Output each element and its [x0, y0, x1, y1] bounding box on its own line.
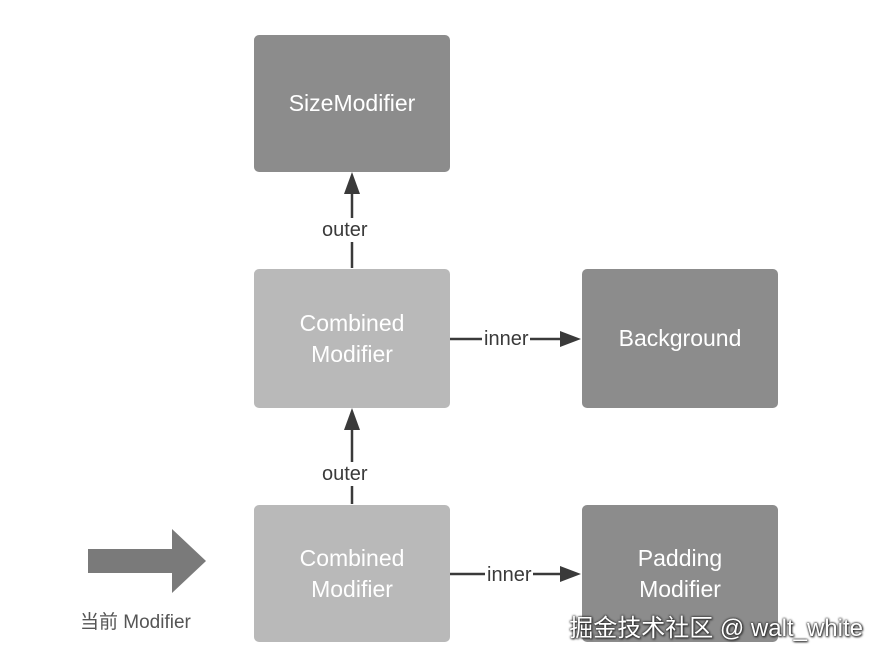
combined-bottom-line-2: Modifier: [311, 575, 393, 602]
background-label: Background: [618, 325, 742, 351]
outer-bottom-arrowhead: [344, 408, 360, 430]
outer-top-arrowhead: [344, 172, 360, 194]
inner-bottom-label: inner: [485, 563, 534, 587]
padding-line-1: Padding: [637, 544, 723, 571]
combined-bottom-line-1: Combined: [299, 544, 405, 571]
combined-top-line-1: Combined: [299, 309, 405, 336]
current-pointer-arrow: [88, 529, 206, 593]
outer-bottom-label: outer: [320, 462, 370, 486]
combined-modifier-top-node: Combined Modifier: [254, 269, 450, 408]
background-node: Background: [582, 269, 778, 408]
padding-modifier-node: Padding Modifier: [582, 505, 778, 642]
watermark: 掘金技术社区 @ walt_white: [569, 615, 863, 642]
inner-bottom-arrowhead: [560, 566, 581, 582]
outer-top-label: outer: [320, 218, 370, 242]
size-modifier-label: SizeModifier: [288, 90, 416, 116]
combined-top-line-2: Modifier: [311, 340, 393, 367]
combined-modifier-bottom-node: Combined Modifier: [254, 505, 450, 642]
current-modifier-label: 当前 Modifier: [80, 612, 191, 633]
padding-line-2: Modifier: [639, 575, 721, 602]
inner-top-arrowhead: [560, 331, 581, 347]
inner-top-label: inner: [482, 327, 531, 351]
size-modifier-node: SizeModifier: [254, 35, 450, 172]
